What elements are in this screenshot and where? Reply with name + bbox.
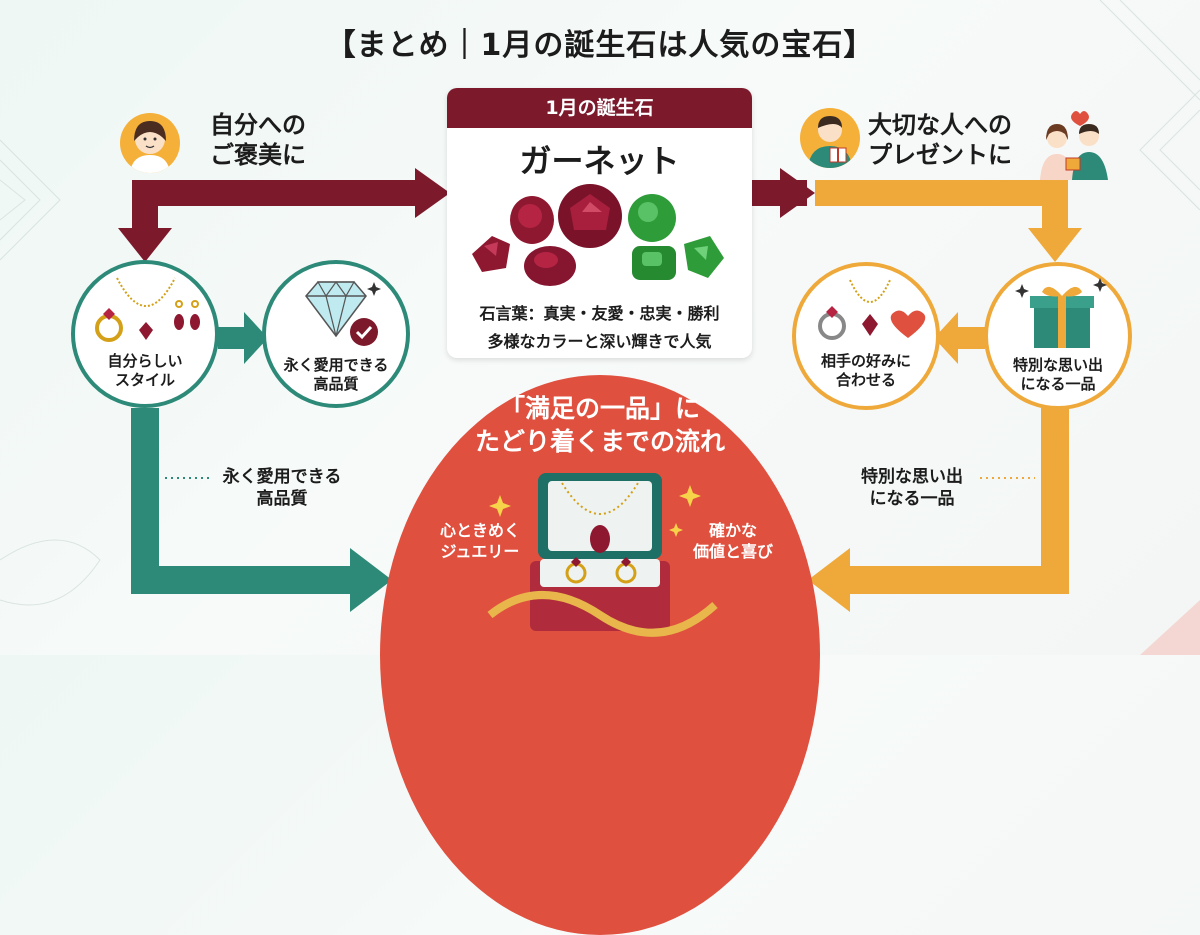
diamond-check-icon [305, 280, 381, 346]
circle-label: 特別な思い出 [1012, 356, 1103, 374]
circle-label: になる一品 [1020, 375, 1096, 393]
stone-meaning: 石言葉：真実・友愛・忠実・勝利 [479, 304, 720, 323]
card-header: 1月の誕生石 [447, 88, 752, 128]
arrow-head-to-card [415, 168, 450, 218]
circle-label: 相手の好みに [820, 352, 911, 370]
page-title: 【まとめ｜1月の誕生石は人気の宝石】 [325, 28, 875, 63]
couple-gift-icon [1032, 104, 1112, 180]
self-reward-label: 自分へのご褒美に [210, 111, 306, 169]
garnet-gems-illustration [472, 184, 724, 286]
circle-label: 合わせる [835, 371, 896, 389]
background-decoration [0, 0, 1200, 655]
dome-right-text: 確かな価値と喜び [692, 521, 773, 561]
jewelry-box-icon [487, 473, 718, 637]
arrow-head-down-right [1028, 228, 1082, 262]
necklace-ring-earring-icon [95, 277, 200, 342]
result-dome [380, 375, 820, 935]
birthstone-card: 1月の誕生石 ガーネット 石言葉：真実・友愛・忠実・勝利 多様なカラーと深い輝き… [447, 88, 752, 358]
circle-label: 永く愛用できる [283, 356, 389, 374]
man-gift-icon [800, 108, 860, 168]
dome-title: 「満足の一品」にたどり着くまでの流れ [474, 394, 725, 456]
circle-label: 自分らしい [107, 352, 183, 370]
circle-label: 高品質 [313, 375, 359, 393]
dome-left-text: 心ときめくジュエリー [439, 521, 520, 561]
arrow-head-down-left [118, 228, 172, 262]
circle-label: スタイル [114, 371, 175, 389]
gift-box-icon [1015, 278, 1107, 348]
stone-description: 多様なカラーと深い輝きで人気 [487, 332, 712, 351]
circle-quality: 永く愛用できる 高品質 [262, 260, 410, 408]
flow-arrows [118, 168, 1082, 612]
right-flow-label: 特別な思い出になる一品 [861, 467, 963, 509]
circle-own-style: 自分らしい スタイル [71, 260, 219, 408]
stone-name: ガーネット [519, 142, 680, 180]
circle-special-memory: 特別な思い出 になる一品 [984, 262, 1132, 410]
left-flow-label: 永く愛用できる高品質 [222, 467, 342, 509]
woman-avatar-icon [120, 113, 180, 173]
ring-necklace-heart-icon [818, 279, 926, 340]
gift-label: 大切な人へのプレゼントに [868, 111, 1012, 169]
circle-partner-taste: 相手の好みに 合わせる [792, 262, 940, 410]
